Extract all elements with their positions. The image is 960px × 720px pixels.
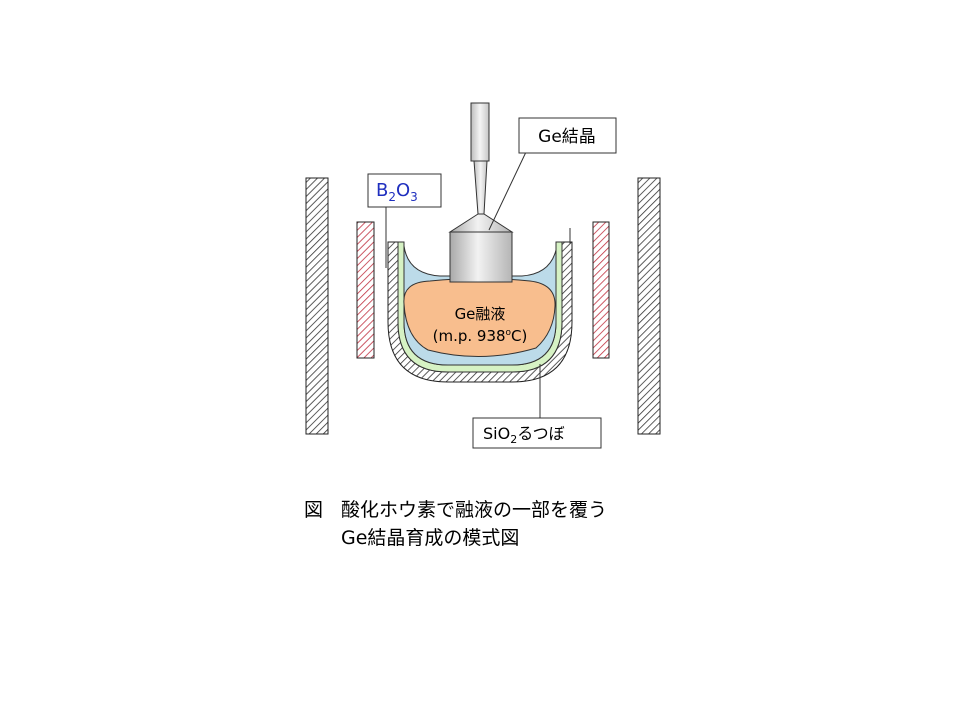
crystal-shoulder	[448, 213, 514, 233]
caption-prefix: 図	[304, 499, 324, 521]
figure-caption: 図酸化ホウ素で融液の一部を覆う Ge結晶育成の模式図	[304, 496, 607, 552]
label-crucible: SiO2るつぼ	[483, 424, 565, 446]
label-b2o3: B2O3	[376, 180, 418, 204]
label-ge-melt: Ge融液	[455, 305, 506, 323]
label-ge-crystal: Ge結晶	[538, 127, 596, 147]
label-box-ge-crystal	[518, 117, 617, 154]
ge-melt	[403, 278, 556, 358]
outer-heater-right	[637, 177, 661, 435]
outer-heater-left	[305, 177, 329, 435]
caption-line-1: 酸化ホウ素で融液の一部を覆う	[341, 499, 608, 521]
inner-heater-left	[356, 221, 375, 359]
caption-line-2: Ge結晶育成の模式図	[341, 527, 520, 549]
label-box-b2o3	[367, 173, 442, 208]
seed-neck	[473, 160, 488, 215]
ge-crystal	[449, 231, 513, 283]
label-ge-melt-mp: (m.p. 938oC)	[433, 327, 528, 345]
leader-ge-crystal	[488, 151, 527, 231]
label-box-crucible	[472, 417, 602, 449]
inner-heater-right	[592, 221, 610, 359]
pull-rod	[470, 102, 490, 162]
